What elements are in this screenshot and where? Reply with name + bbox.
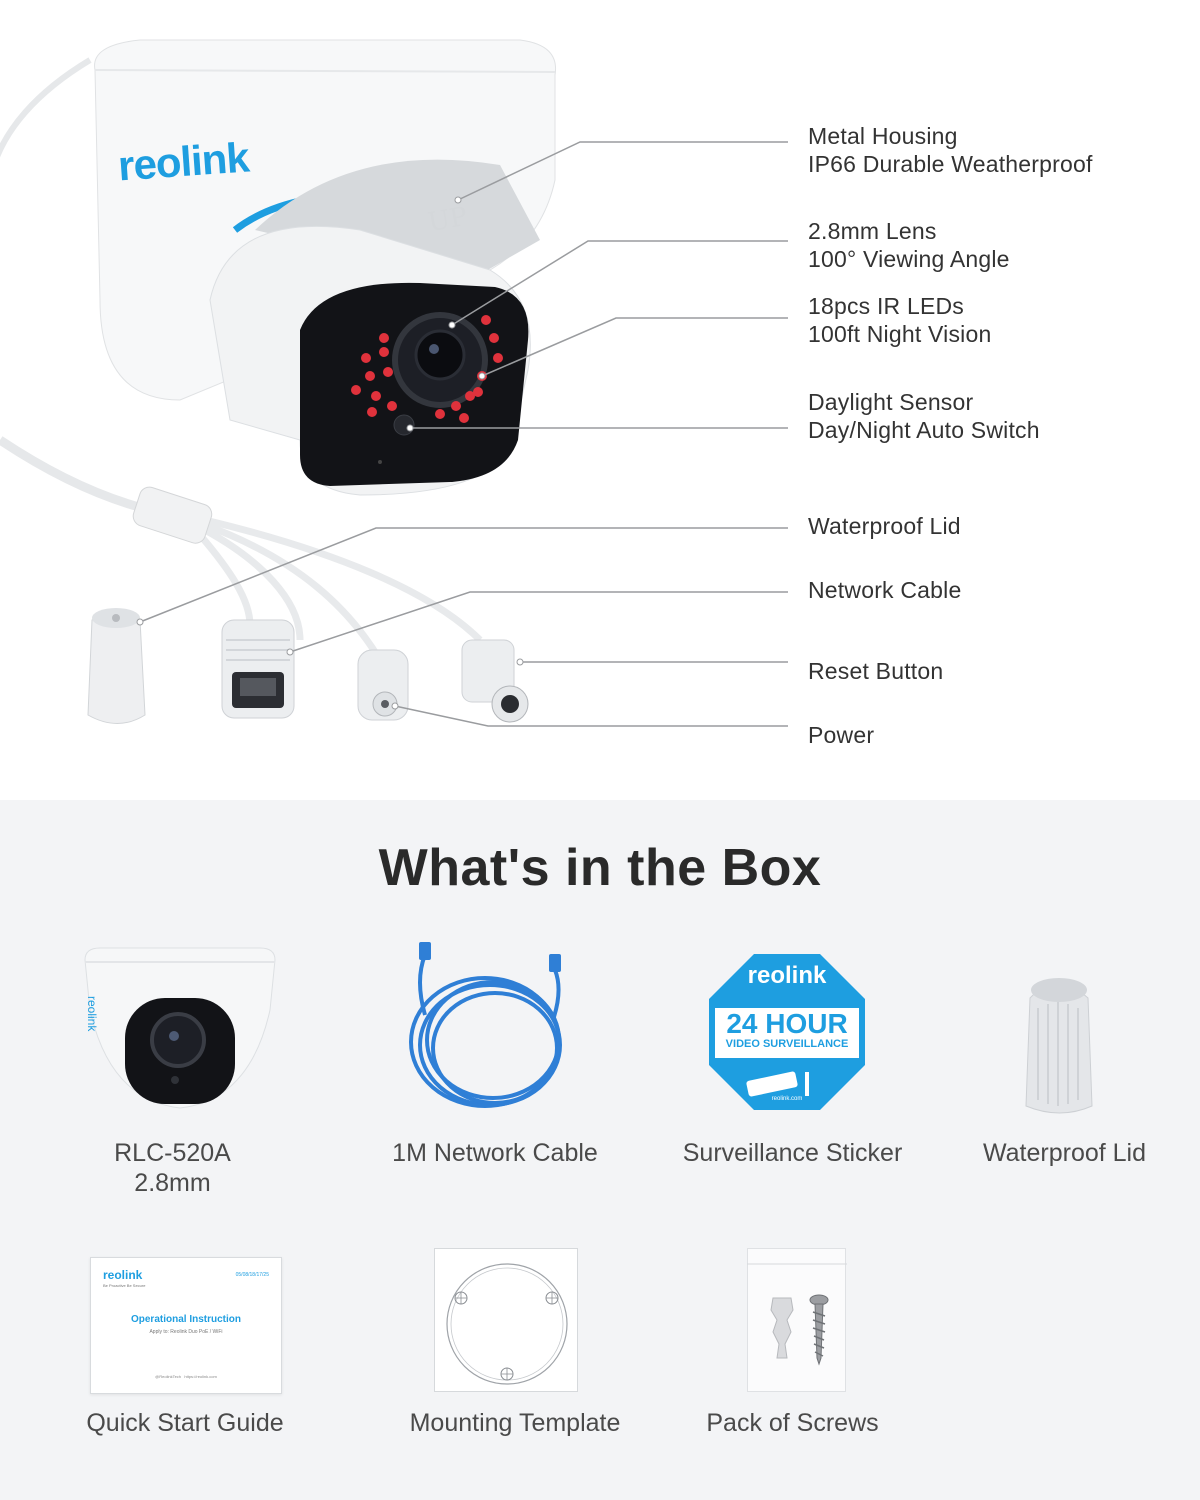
guide-subtitle: Apply to: Reolink Duo PoE / WiFi (149, 1329, 223, 1335)
network-connector-part (221, 619, 295, 719)
guide-footer: @ReolinkTech https://reolink.com (155, 1374, 217, 1379)
sticker-headline: 24 HOUR (726, 1008, 848, 1039)
box-guide-image: reolink Be Proactive Be Secure 05/08/18/… (90, 1257, 282, 1394)
reset-connector-part (357, 649, 409, 721)
box-camera-image: reolink (84, 947, 276, 1109)
waterproof-lid-part (87, 608, 146, 724)
sticker-url: reolink.com (771, 1096, 803, 1102)
box-title: What's in the Box (378, 839, 822, 897)
box-template-image (434, 1248, 578, 1392)
sticker-subline: VIDEO SURVEILLANCE (725, 1038, 849, 1050)
callout-reset-button: Reset Button (808, 658, 944, 684)
box-screws-image (747, 1248, 847, 1392)
camera-illustration (0, 39, 557, 662)
box-item-lid-label: Waterproof Lid (982, 1139, 1147, 1167)
callout-leader-lines (136, 141, 788, 727)
callout-waterproof-lid: Waterproof Lid (808, 513, 961, 539)
guide-codes: 05/08/18/17/25 (235, 1272, 269, 1278)
guide-brand: reolink (103, 1268, 143, 1282)
box-sticker-image (709, 954, 865, 1110)
box-item-sticker-label: Surveillance Sticker (682, 1139, 903, 1167)
callout-power: Power (808, 722, 875, 748)
guide-heading: Operational Instruction (130, 1314, 241, 1325)
box-item-template-label: Mounting Template (409, 1409, 621, 1437)
feature-panel: reolink UP (0, 39, 1093, 748)
box-cable-image (409, 942, 562, 1108)
box-item-cable-label: 1M Network Cable (392, 1139, 598, 1167)
box-item-screws-label: Pack of Screws (706, 1409, 879, 1437)
sticker-brand: reolink (747, 962, 827, 989)
guide-tagline: Be Proactive Be Secure (103, 1283, 146, 1288)
power-connector-part (461, 639, 529, 723)
box-item-guide-label: Quick Start Guide (86, 1409, 284, 1437)
callout-network-cable: Network Cable (808, 577, 962, 603)
box-lid-image (1025, 978, 1093, 1114)
svg-text:reolink: reolink (85, 996, 99, 1032)
ir-led-array (351, 315, 503, 423)
connector-illustrations (87, 608, 529, 724)
